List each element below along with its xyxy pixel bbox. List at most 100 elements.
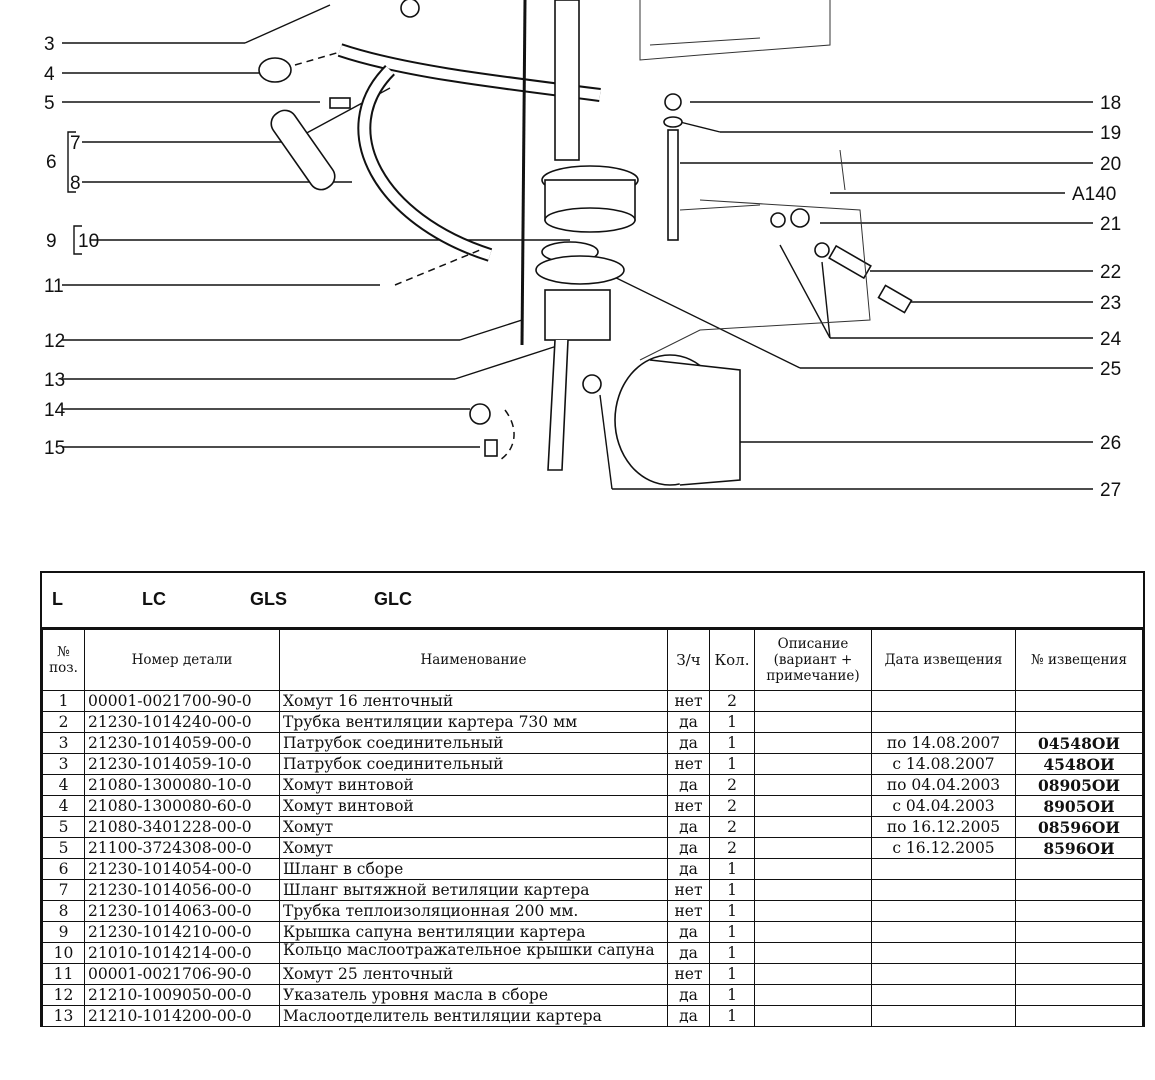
cell-description (754, 732, 872, 754)
cell-position: 9 (42, 921, 85, 943)
cell-notice-number: 08596ОИ (1015, 816, 1143, 838)
cell-part-number: 21230-1014210-00-0 (84, 921, 280, 943)
cell-quantity: 1 (709, 711, 755, 733)
cell-position: 6 (42, 858, 85, 880)
cell-quantity: 1 (709, 921, 755, 943)
cell-name: Указатель уровня масла в сборе (279, 984, 668, 1006)
cell-notice-date (871, 1005, 1016, 1027)
cell-part-number: 21230-1014063-00-0 (84, 900, 280, 922)
header-notice-date: Дата извещения (871, 629, 1016, 691)
cell-notice-date: с 16.12.2005 (871, 837, 1016, 859)
callout-a140: A140 (1072, 184, 1116, 205)
callout-9: 9 (46, 231, 57, 252)
model-l: L (52, 589, 63, 609)
cell-notice-date (871, 711, 1016, 733)
cell-notice-number: 8596ОИ (1015, 837, 1143, 859)
cell-position: 2 (42, 711, 85, 733)
cell-position: 3 (42, 732, 85, 754)
cell-notice-date (871, 963, 1016, 985)
cell-spare-part: да (667, 942, 710, 964)
cell-part-number: 21210-1009050-00-0 (84, 984, 280, 1006)
cell-quantity: 2 (709, 774, 755, 796)
parts-drawing (258, 0, 913, 486)
cell-quantity: 2 (709, 795, 755, 817)
callout-6: 6 (46, 152, 57, 173)
cell-spare-part: нет (667, 879, 710, 901)
cell-quantity: 1 (709, 753, 755, 775)
callout-3: 3 (44, 34, 55, 55)
cell-notice-date: по 14.08.2007 (871, 732, 1016, 754)
cell-name: Трубка вентиляции картера 730 мм (279, 711, 668, 733)
cell-spare-part: да (667, 858, 710, 880)
callout-19: 19 (1100, 123, 1121, 144)
callout-15: 15 (44, 438, 65, 459)
cell-description (754, 879, 872, 901)
cell-description (754, 921, 872, 943)
cell-part-number: 21230-1014240-00-0 (84, 711, 280, 733)
cell-position: 4 (42, 795, 85, 817)
callout-11: 11 (44, 276, 64, 297)
header-position: № поз. (42, 629, 85, 691)
cell-spare-part: нет (667, 900, 710, 922)
cell-spare-part: нет (667, 753, 710, 775)
cell-quantity: 1 (709, 963, 755, 985)
callout-4: 4 (44, 64, 55, 85)
cell-notice-date (871, 900, 1016, 922)
parts-table: № поз. Номер детали Наименование З/ч Кол… (42, 629, 1143, 1027)
cell-notice-date (871, 879, 1016, 901)
cell-notice-date: с 14.08.2007 (871, 753, 1016, 775)
model-lc: LC (142, 589, 166, 609)
cell-spare-part: да (667, 732, 710, 754)
cell-description (754, 984, 872, 1006)
cell-notice-date (871, 984, 1016, 1006)
cell-notice-number (1015, 984, 1143, 1006)
callout-8: 8 (70, 173, 81, 194)
header-part-number: Номер детали (84, 629, 280, 691)
cell-quantity: 1 (709, 732, 755, 754)
cell-notice-number (1015, 858, 1143, 880)
cell-name: Трубка теплоизоляционная 200 мм. (279, 900, 668, 922)
cell-name: Хомут винтовой (279, 795, 668, 817)
cell-part-number: 00001-0021706-90-0 (84, 963, 280, 985)
parts-table-container: L LC GLS GLC № поз. Номер детали Наимено… (40, 571, 1145, 1027)
cell-quantity: 1 (709, 984, 755, 1006)
model-gls: GLS (250, 589, 288, 609)
cell-name: Хомут 25 ленточный (279, 963, 668, 985)
cell-notice-number (1015, 942, 1143, 964)
header-quantity: Кол. (709, 629, 755, 691)
cell-notice-number (1015, 879, 1143, 901)
cell-spare-part: нет (667, 690, 710, 712)
cell-quantity: 1 (709, 1005, 755, 1027)
cell-name: Хомут 16 ленточный (279, 690, 668, 712)
cell-quantity: 2 (709, 816, 755, 838)
callout-25: 25 (1100, 359, 1121, 380)
cell-part-number: 21230-1014059-10-0 (84, 753, 280, 775)
callout-26: 26 (1100, 433, 1121, 454)
cell-notice-number: 8905ОИ (1015, 795, 1143, 817)
cell-description (754, 711, 872, 733)
callout-18: 18 (1100, 93, 1121, 114)
cell-quantity: 1 (709, 858, 755, 880)
cell-position: 5 (42, 816, 85, 838)
callout-5: 5 (44, 93, 55, 114)
cell-description (754, 690, 872, 712)
cell-description (754, 858, 872, 880)
cell-part-number: 21210-1014200-00-0 (84, 1005, 280, 1027)
callout-7: 7 (70, 133, 81, 154)
cell-name: Патрубок соединительный (279, 753, 668, 775)
cell-notice-number: 08905ОИ (1015, 774, 1143, 796)
cell-notice-number (1015, 1005, 1143, 1027)
right-callouts: 18 19 20 A140 21 22 23 24 25 26 27 (1072, 93, 1122, 501)
cell-part-number: 21010-1014214-00-0 (84, 942, 280, 964)
